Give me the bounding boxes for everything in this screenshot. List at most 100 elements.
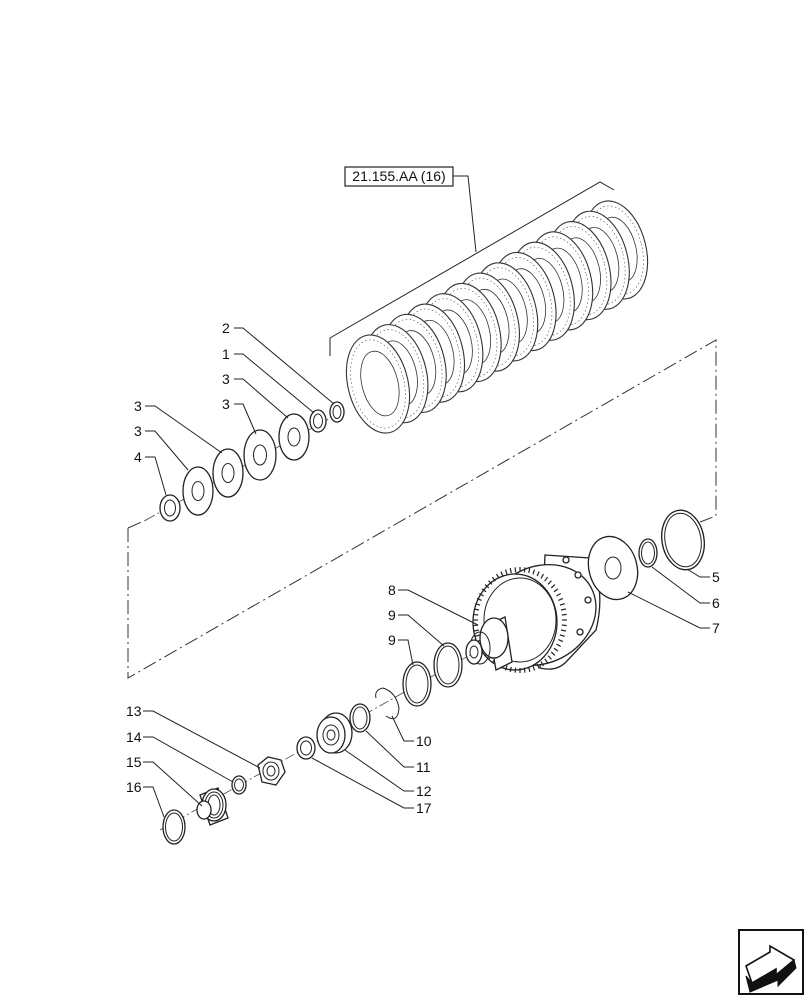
callout-3a[interactable]: 3 (222, 371, 230, 387)
callout-3c[interactable]: 3 (134, 398, 142, 414)
gear-tooth (532, 569, 536, 575)
callout-3d[interactable]: 3 (134, 423, 142, 439)
callout-3b[interactable]: 3 (222, 396, 230, 412)
ring-14 (231, 775, 247, 795)
gear-tooth (550, 651, 556, 656)
gear-tooth (484, 584, 490, 589)
gear-tooth (523, 667, 526, 673)
ring-6 (638, 538, 658, 568)
gear-tooth (523, 567, 526, 573)
gear-tooth (553, 647, 559, 652)
gear-tooth (560, 629, 567, 632)
callout-7[interactable]: 7 (712, 620, 720, 636)
gear-tooth (547, 655, 552, 660)
ring-1 (309, 409, 327, 433)
gear-tooth (509, 568, 512, 574)
gear-tooth (532, 665, 536, 671)
bearing-12 (316, 712, 353, 754)
gear-tooth (561, 613, 567, 616)
next-page-arrow-icon[interactable] (738, 929, 804, 995)
gear-tooth (500, 571, 504, 577)
phantom-boundary-left (127, 519, 147, 529)
callout-2[interactable]: 2 (222, 320, 230, 336)
leader-lines (143, 327, 710, 818)
ring-4 (159, 494, 181, 522)
gear-tooth (491, 576, 496, 582)
gear-tooth (561, 624, 567, 627)
gear-tooth (478, 592, 484, 597)
callout-4[interactable]: 4 (134, 449, 142, 465)
clutch-pack-bracket (329, 181, 615, 356)
snap-ring-10 (375, 687, 400, 720)
reference-label[interactable]: 21.155.AA (16) (344, 166, 454, 187)
plug-15 (196, 787, 229, 826)
gear-tooth (495, 573, 500, 579)
clutch-disc (345, 334, 411, 434)
callout-5[interactable]: 5 (712, 569, 720, 585)
gear-tooth (553, 588, 559, 593)
gear-tooth (473, 613, 479, 616)
washer-3d (182, 466, 214, 516)
ring-11 (349, 703, 371, 733)
gear-tooth (540, 661, 545, 667)
gear-tooth (504, 569, 508, 575)
washer-7 (587, 535, 639, 601)
washer-3b (243, 429, 277, 481)
gear-tooth (509, 666, 512, 672)
gear-tooth (475, 603, 481, 606)
ring-5 (661, 509, 705, 571)
gear-tooth (550, 584, 556, 589)
callout-13[interactable]: 13 (126, 703, 142, 719)
callout-1[interactable]: 1 (222, 346, 230, 362)
gear-tooth (514, 667, 517, 673)
phantom-boundary (127, 339, 717, 679)
ring-9a (433, 642, 463, 688)
callout-8[interactable]: 8 (388, 582, 396, 598)
gear-tooth (558, 597, 564, 602)
gear-tooth (544, 658, 549, 664)
gear-tooth (528, 568, 531, 574)
gear-tooth (528, 666, 531, 672)
nut-13 (257, 756, 286, 786)
gear-tooth (556, 592, 562, 597)
callout-11[interactable]: 11 (416, 759, 431, 775)
gear-tooth (536, 571, 540, 577)
clutch-disc-pack (345, 200, 649, 434)
gear-tooth (473, 608, 480, 611)
gear-tooth (481, 588, 487, 593)
reference-label-text: 21.155.AA (16) (352, 168, 445, 184)
callout-14[interactable]: 14 (126, 729, 142, 745)
callout-labels: 2 1 3 3 3 3 4 8 9 9 5 6 7 13 14 15 16 10… (126, 320, 720, 816)
gear-tooth (559, 603, 565, 606)
gear-tooth (475, 634, 481, 637)
gear-tooth (476, 597, 482, 602)
gear-tooth (547, 580, 552, 585)
reference-leader (453, 175, 477, 253)
gear-tooth (540, 573, 545, 579)
ring-2 (329, 401, 345, 423)
washer-3a (278, 413, 310, 461)
gear-tooth (514, 567, 517, 573)
callout-15[interactable]: 15 (126, 754, 142, 770)
gear-tooth (560, 608, 567, 611)
callout-10[interactable]: 10 (416, 733, 432, 749)
callout-9b[interactable]: 9 (388, 632, 396, 648)
gear-tooth (473, 629, 480, 632)
gear-tooth (544, 576, 549, 582)
callout-6[interactable]: 6 (712, 595, 720, 611)
callout-12[interactable]: 12 (416, 783, 432, 799)
washer-3c (212, 448, 244, 498)
gear-tooth (558, 638, 564, 643)
ring-9b (402, 661, 432, 707)
callout-16[interactable]: 16 (126, 779, 142, 795)
callout-17[interactable]: 17 (416, 800, 432, 816)
ring-17 (296, 736, 316, 760)
gear-tooth (556, 643, 562, 648)
ring-16 (162, 809, 186, 845)
gear-tooth (488, 580, 493, 585)
gear-tooth (559, 634, 565, 637)
gear-tooth (504, 665, 508, 671)
callout-9a[interactable]: 9 (388, 607, 396, 623)
